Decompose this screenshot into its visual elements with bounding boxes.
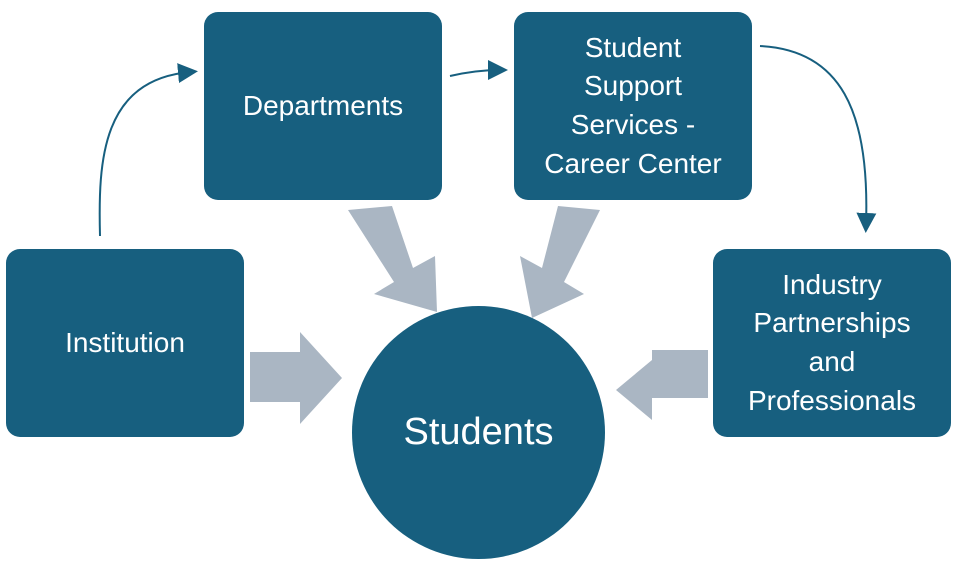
node-departments: Departments	[204, 12, 442, 200]
flow-arrow-departments-to-students	[348, 206, 437, 312]
node-students-label: Students	[403, 411, 554, 453]
node-support-services-label: Student Support Services - Career Center	[544, 31, 722, 179]
connector-institution-to-departments	[98, 63, 198, 237]
flow-arrow-industry-to-students	[616, 350, 708, 420]
flow-arrow-institution-to-students	[250, 332, 342, 424]
flow-arrow-support-to-students	[520, 206, 600, 318]
node-departments-label: Departments	[242, 89, 404, 121]
connector-departments-to-support	[449, 60, 508, 81]
node-industry: Industry Partnerships and Professionals	[713, 249, 951, 437]
connector-support-to-industry	[759, 45, 877, 233]
node-industry-label: Industry Partnerships and Professionals	[747, 268, 917, 416]
node-institution-label: Institution	[65, 326, 185, 358]
node-institution: Institution	[6, 249, 244, 437]
node-students: Students	[352, 306, 605, 559]
node-support-services: Student Support Services - Career Center	[514, 12, 752, 200]
